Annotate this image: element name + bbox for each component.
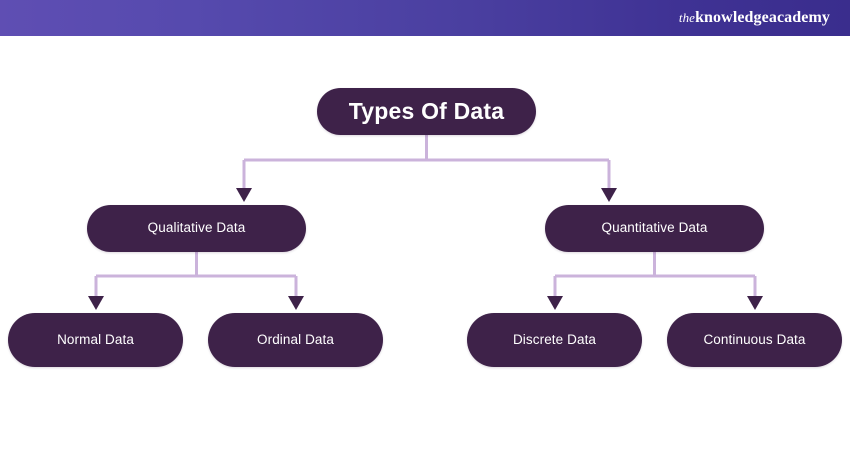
arrowhead-qualitative — [236, 188, 252, 202]
node-label: Types Of Data — [348, 97, 505, 124]
node-label: Continuous Data — [703, 331, 806, 347]
brand-prefix-text: the — [678, 10, 696, 25]
brand-logo: theknowledgeacademy — [679, 9, 830, 27]
node-types-of-data[interactable]: Types Of Data — [317, 88, 536, 135]
node-quantitative-data[interactable]: Quantitative Data — [545, 205, 764, 252]
diagram-canvas: Types Of Data Qualitative Data Quantitat… — [0, 36, 850, 450]
node-qualitative-data[interactable]: Qualitative Data — [87, 205, 306, 252]
arrowhead-quantitative — [601, 188, 617, 202]
arrowhead-discrete — [547, 296, 563, 310]
node-label: Qualitative Data — [147, 220, 246, 236]
node-continuous-data[interactable]: Continuous Data — [667, 313, 842, 367]
page-header: theknowledgeacademy — [0, 0, 850, 36]
node-ordinal-data[interactable]: Ordinal Data — [208, 313, 383, 367]
node-label: Discrete Data — [512, 331, 597, 347]
node-label: Ordinal Data — [257, 331, 334, 347]
arrowhead-ordinal — [288, 296, 304, 310]
node-label: Quantitative Data — [601, 220, 708, 236]
arrowhead-normal — [88, 296, 104, 310]
brand-main-text: knowledgeacademy — [695, 9, 830, 26]
node-label: Normal Data — [57, 331, 134, 347]
arrowhead-continuous — [747, 296, 763, 310]
node-normal-data[interactable]: Normal Data — [8, 313, 183, 367]
node-discrete-data[interactable]: Discrete Data — [467, 313, 642, 367]
